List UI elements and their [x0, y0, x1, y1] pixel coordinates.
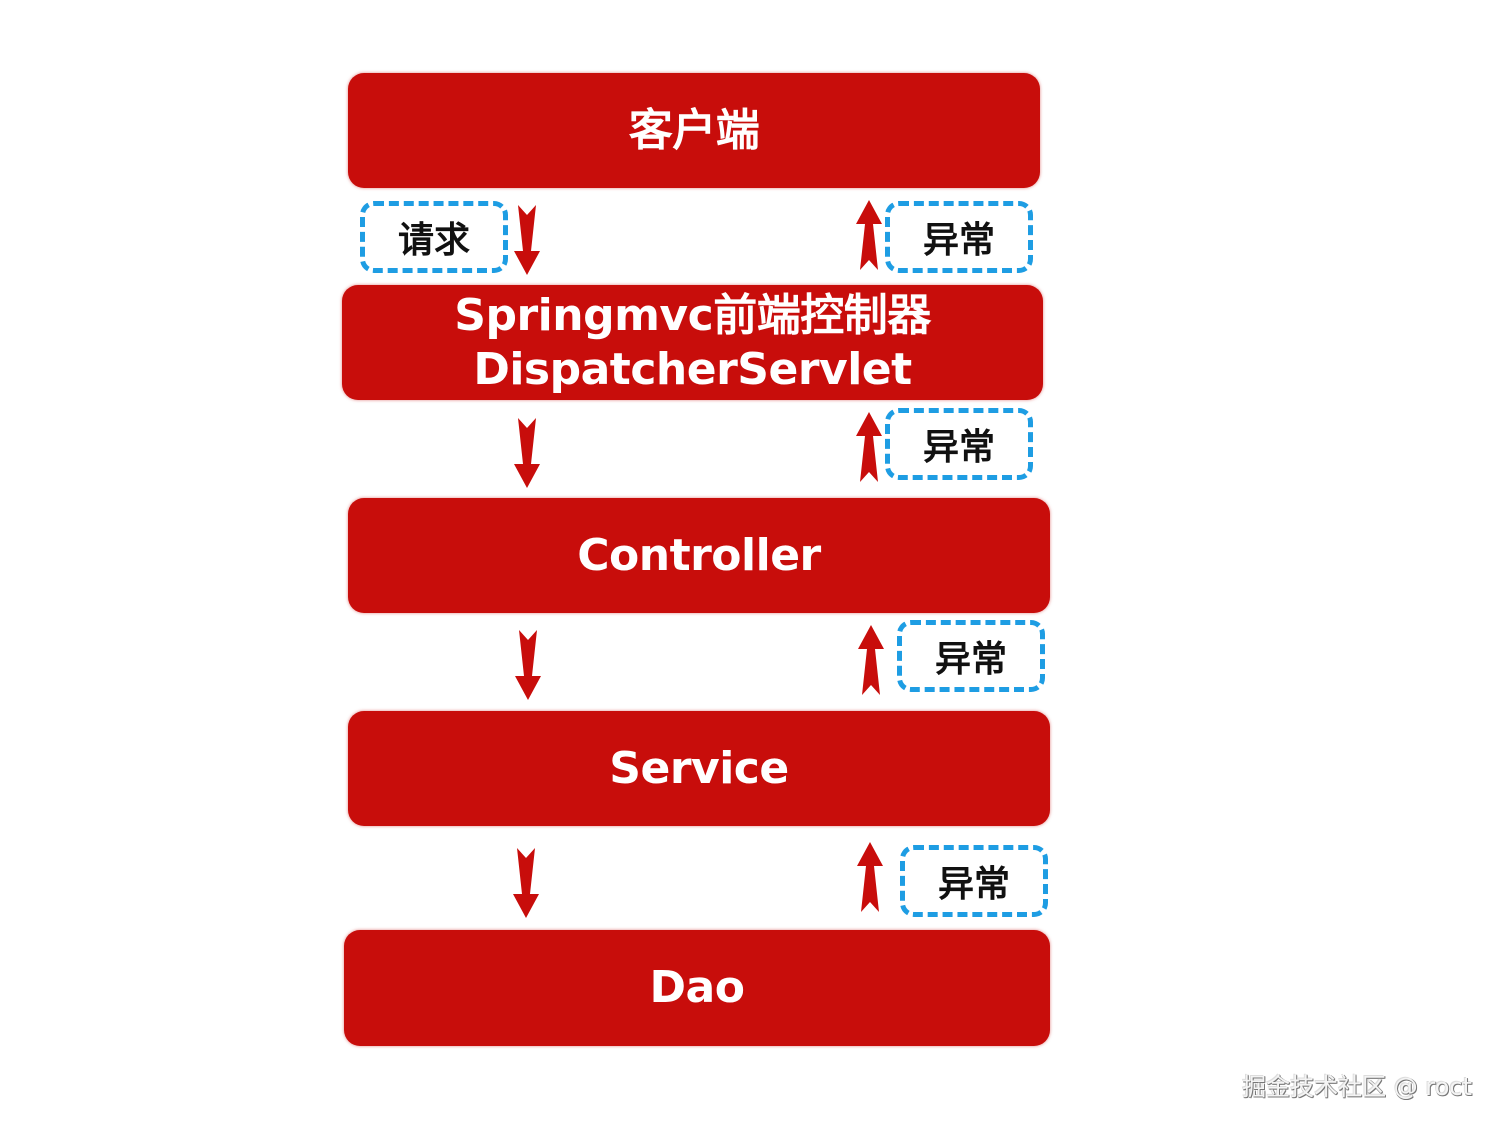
exception-tag: 异常 [885, 408, 1033, 480]
arrow-down-icon [513, 848, 539, 918]
controller-label: Controller [577, 529, 821, 581]
service-layer: Service [348, 711, 1050, 826]
arrow-up-icon [857, 842, 883, 912]
dao-label: Dao [649, 962, 745, 1013]
request-tag: 请求 [360, 201, 508, 273]
dispatcher-layer: Springmvc前端控制器 DispatcherServlet [342, 285, 1043, 400]
arrow-up-icon [856, 412, 882, 482]
dao-layer: Dao [344, 930, 1050, 1046]
service-label: Service [609, 742, 789, 794]
arrow-down-icon [514, 418, 540, 488]
arrow-down-icon [514, 205, 540, 275]
exception-tag-label: 异常 [934, 639, 1007, 680]
arrow-up-icon [856, 200, 882, 270]
exception-tag: 异常 [897, 620, 1045, 692]
controller-layer: Controller [348, 498, 1050, 613]
exception-tag-label: 异常 [922, 220, 995, 261]
arrow-up-icon [858, 625, 884, 695]
arrow-down-icon [515, 630, 541, 700]
request-tag-label: 请求 [397, 220, 470, 261]
exception-tag: 异常 [885, 201, 1033, 273]
dispatcher-label-line1: Springmvc前端控制器 [454, 289, 931, 341]
client-layer: 客户端 [348, 73, 1040, 188]
client-label: 客户端 [628, 104, 760, 156]
watermark: 掘金技术社区 @ roct [1242, 1073, 1472, 1101]
exception-tag-label: 异常 [937, 864, 1010, 905]
exception-tag-label: 异常 [922, 427, 995, 468]
dispatcher-label-line2: DispatcherServlet [473, 343, 912, 395]
exception-tag: 异常 [900, 845, 1048, 917]
